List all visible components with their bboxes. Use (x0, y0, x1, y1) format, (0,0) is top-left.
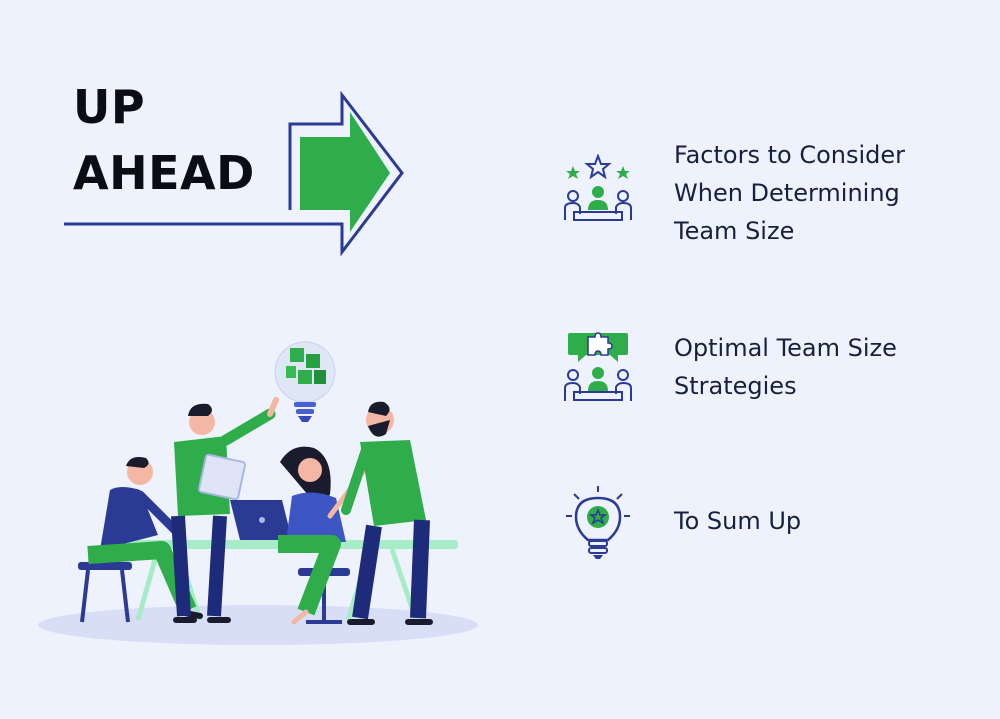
agenda-label: Factors to Consider When Determining Tea… (674, 141, 906, 245)
agenda-label: To Sum Up (674, 507, 802, 535)
agenda-item-strategies: Optimal Team Size Strategies (560, 329, 960, 429)
team-stars-icon (564, 154, 632, 221)
agenda-item-factors: Factors to Consider When Determining Tea… (560, 136, 960, 245)
title-line-1: UP (73, 80, 146, 134)
title-line-2: AHEAD (73, 146, 255, 200)
agenda-item-sum-up: To Sum Up (560, 486, 960, 602)
team-meeting-illustration (38, 341, 478, 645)
puzzle-lightbulb-icon (274, 341, 336, 422)
page-title: UP AHEAD (73, 74, 255, 206)
right-arrow-icon (64, 90, 404, 257)
team-puzzle-icon (564, 332, 632, 401)
lightbulb-star-icon (566, 486, 630, 559)
agenda-label: Optimal Team Size Strategies (674, 334, 897, 400)
